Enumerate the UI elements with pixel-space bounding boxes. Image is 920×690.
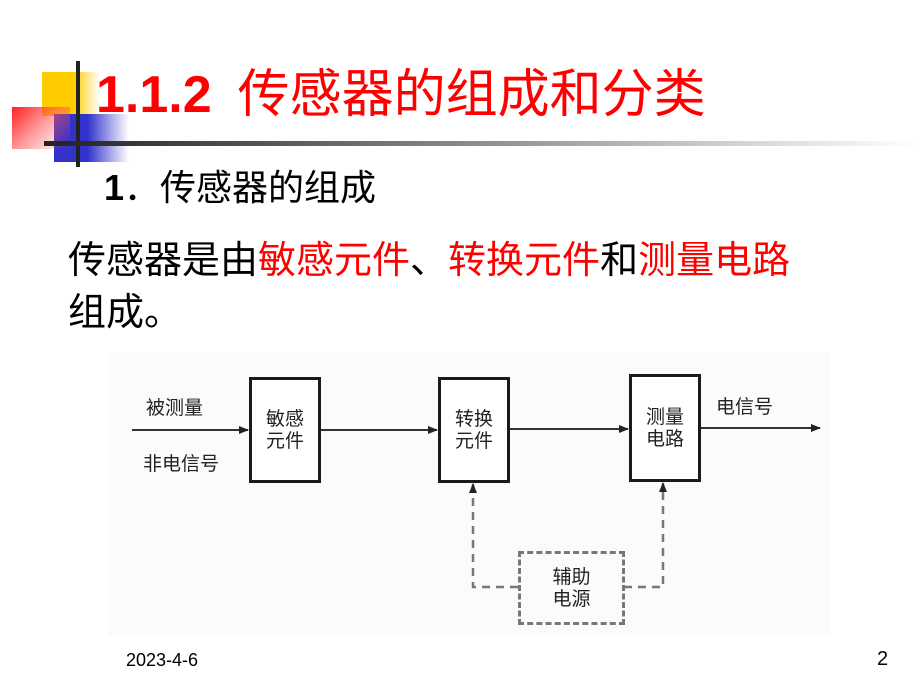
body-conjunction: 和 <box>600 238 639 282</box>
block-line: 元件 <box>454 430 493 452</box>
block-sensitive-element: 敏感元件 <box>249 377 321 483</box>
aux-to-conversion-dashed-line <box>469 483 518 589</box>
title-underline-rule <box>44 141 920 146</box>
block-line: 元件 <box>265 430 304 452</box>
slide-title: 1.1.2 传感器的组成和分类 <box>96 60 706 130</box>
body-text-part2: 组成。 <box>68 290 183 334</box>
term-conversion-element: 转换元件 <box>448 238 601 282</box>
section-number-dot: ． <box>124 168 161 209</box>
body-text-part1: 传感器是由 <box>68 238 259 282</box>
body-separator: 、 <box>410 238 449 282</box>
output-label-electric-signal: 电信号 <box>716 396 774 418</box>
footer-date: 2023-4-6 <box>126 650 199 670</box>
block-conversion-element: 转换元件 <box>438 377 510 483</box>
section-heading: 1．传感器的组成 <box>104 162 376 215</box>
decor-vertical-line <box>76 61 80 167</box>
input-label-nonelectric: 非电信号 <box>143 453 220 475</box>
block-line: 电路 <box>645 428 684 450</box>
block-line: 敏感 <box>265 408 304 430</box>
title-text: 传感器的组成和分类 <box>237 65 706 125</box>
input-label-measurand: 被测量 <box>146 397 204 419</box>
block-line: 转换 <box>454 408 493 430</box>
term-sensitive-element: 敏感元件 <box>258 238 411 282</box>
term-measurement-circuit: 测量电路 <box>638 238 791 282</box>
section-text: 传感器的组成 <box>160 168 377 209</box>
block-line: 辅助 <box>552 566 591 588</box>
block-line: 电源 <box>552 588 591 610</box>
aux-to-circuit-dashed-line <box>624 482 667 589</box>
block-line: 测量 <box>645 406 684 428</box>
title-number: 1.1.2 <box>96 66 212 124</box>
body-paragraph: 传感器是由敏感元件、转换元件和测量电路组成。 <box>68 234 868 338</box>
slide-number: 2 <box>877 648 889 670</box>
section-number: 1 <box>104 167 125 208</box>
block-auxiliary-power: 辅助电源 <box>518 551 625 625</box>
block-measurement-circuit: 测量电路 <box>629 374 701 482</box>
